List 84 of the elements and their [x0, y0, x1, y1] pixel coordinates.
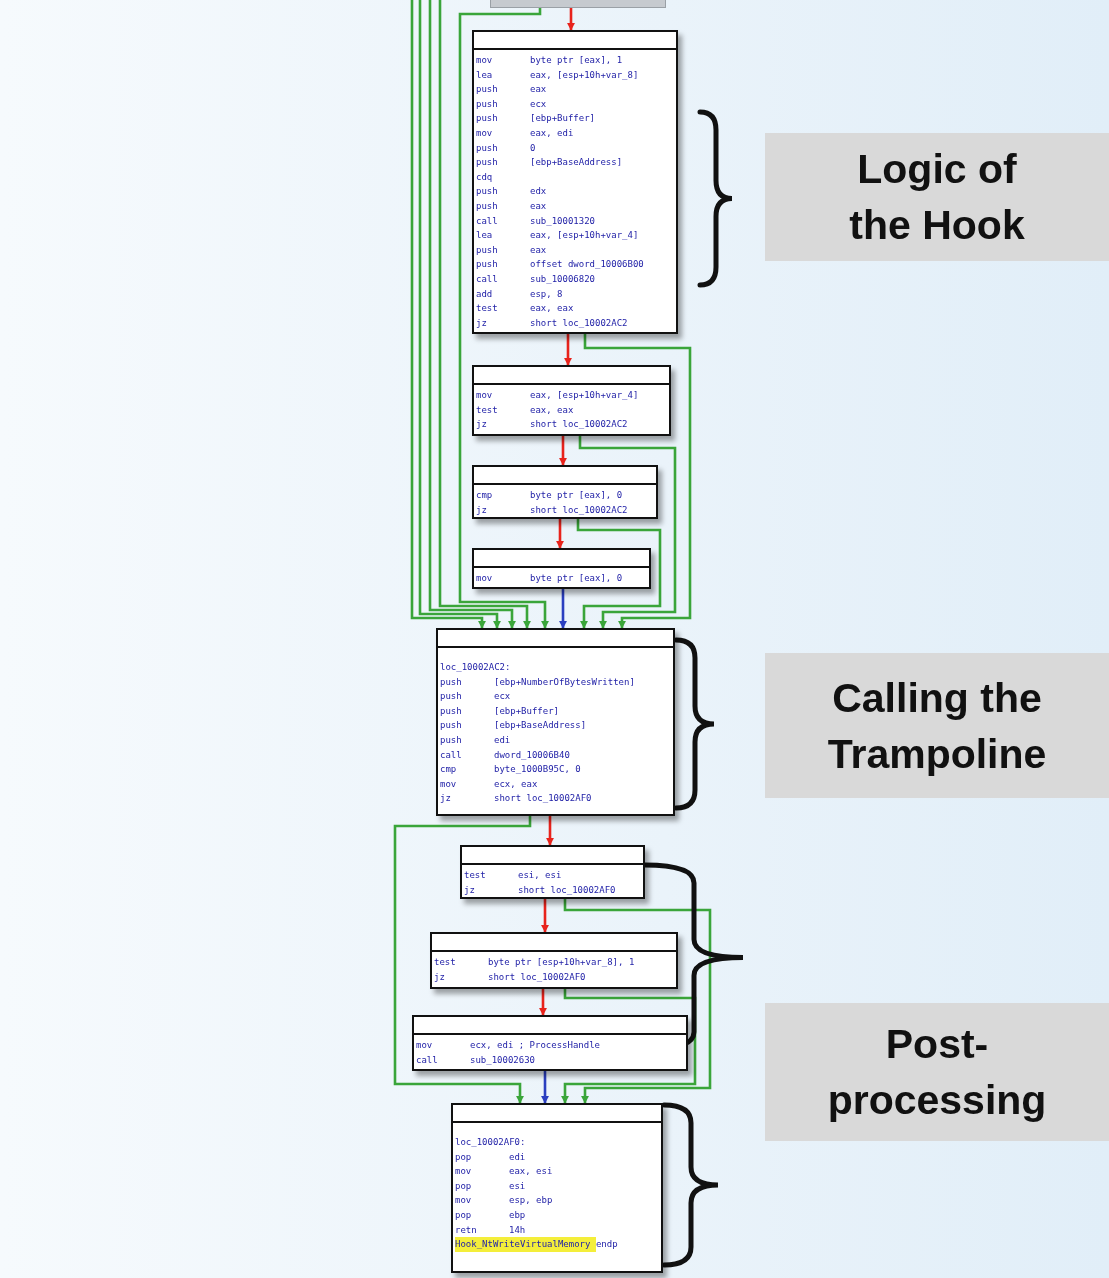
code-line: push edi: [439, 733, 512, 747]
code-line: mov esp, ebp: [454, 1194, 554, 1208]
arrow: [563, 334, 573, 366]
arrow: [458, 7, 550, 629]
code-line: loc_10002AF0:: [454, 1136, 527, 1149]
code-line: push eax: [475, 199, 548, 213]
highlighted-code-line: Hook_NtWriteVirtualMemory endp: [454, 1237, 619, 1252]
code-block: [472, 465, 658, 519]
code-line: push [ebp+Buffer]: [475, 112, 597, 126]
code-line: add esp, 8: [475, 287, 564, 301]
code-line: call sub_10006820: [475, 272, 597, 286]
code-line: call sub_10001320: [475, 214, 597, 228]
code-block: [451, 1103, 663, 1273]
code-line: cmp byte_1000B95C, 0: [439, 763, 582, 777]
code-line: pop esi: [454, 1179, 527, 1193]
code-line: jz short loc_10002AF0: [463, 883, 617, 897]
code-block: [412, 1015, 688, 1071]
code-line: retn 14h: [454, 1223, 527, 1237]
arrow: [560, 989, 697, 1104]
code-line: jz short loc_10002AF0: [433, 970, 587, 984]
arrow: [540, 899, 550, 933]
code-line: jz short loc_10002AF0: [439, 792, 593, 806]
code-line: mov eax, esi: [454, 1165, 554, 1179]
arrow: [410, 0, 487, 629]
section-label: Post-processing: [826, 1020, 1048, 1125]
code-line: test eax, eax: [475, 403, 575, 417]
code-line: mov eax, [esp+10h+var_4]: [475, 389, 640, 402]
code-line: lea eax, [esp+10h+var_4]: [475, 229, 640, 243]
code-line: push [ebp+NumberOfBytesWritten]: [439, 675, 636, 689]
code-block: [472, 548, 651, 589]
code-block: [472, 365, 671, 436]
arrow: [558, 436, 568, 466]
label-band: [765, 1003, 1109, 1141]
code-line: lea eax, [esp+10h+var_8]: [475, 68, 640, 82]
code-line: mov ecx, edi ; ProcessHandle: [415, 1039, 602, 1052]
arrow: [438, 0, 532, 629]
arrow: [540, 1071, 550, 1104]
arrow: [538, 989, 548, 1016]
code-line: jz short loc_10002AC2: [475, 316, 629, 330]
code-line: push ecx: [475, 97, 548, 111]
code-line: cmp byte ptr [eax], 0: [475, 489, 624, 502]
code-line: push edx: [475, 185, 548, 199]
code-line: push ecx: [439, 690, 512, 704]
arrow: [583, 334, 692, 629]
code-block: [430, 932, 678, 989]
code-block: [472, 30, 678, 334]
arrow: [545, 816, 555, 846]
code-line: push 0: [475, 141, 537, 155]
arrow: [576, 519, 662, 629]
code-line: mov ecx, eax: [439, 777, 539, 791]
code-block: [460, 845, 645, 899]
code-line: call dword_10006B40: [439, 748, 571, 762]
code-line: cdq: [475, 170, 494, 184]
section-label: Calling the Trampoline: [826, 673, 1048, 779]
code-line: pop edi: [454, 1150, 527, 1164]
code-line: loc_10002AC2:: [439, 661, 512, 674]
code-line: push [ebp+BaseAddress]: [475, 156, 624, 170]
arrow: [428, 0, 517, 629]
code-line: push eax: [475, 83, 548, 97]
arrow: [566, 8, 576, 31]
arrow: [555, 519, 565, 549]
arrow: [558, 589, 568, 629]
arrow: [418, 0, 502, 629]
code-line: pop ebp: [454, 1208, 527, 1222]
arrow: [578, 436, 677, 629]
arrow: [393, 816, 532, 1104]
label-band: [765, 133, 1109, 261]
code-line: push offset dword_10006B00: [475, 258, 645, 272]
code-line: mov byte ptr [eax], 0: [475, 572, 624, 585]
code-block: [436, 628, 675, 816]
code-line: jz short loc_10002AC2: [475, 418, 629, 432]
code-line: test byte ptr [esp+10h+var_8], 1: [433, 956, 636, 969]
code-line: mov byte ptr [eax], 1: [475, 54, 624, 67]
code-line: test eax, eax: [475, 302, 575, 316]
code-line: push eax: [475, 243, 548, 257]
code-line: mov eax, edi: [475, 126, 575, 140]
code-line: push [ebp+Buffer]: [439, 704, 561, 718]
code-line: test esi, esi: [463, 869, 563, 882]
code-line: call sub_10002630: [415, 1053, 537, 1067]
code-line: jz short loc_10002AC2: [475, 503, 629, 517]
label-band: [765, 653, 1109, 798]
code-line: push [ebp+BaseAddress]: [439, 719, 588, 733]
section-label: Logic of the Hook: [848, 145, 1026, 250]
arrow: [563, 899, 712, 1104]
